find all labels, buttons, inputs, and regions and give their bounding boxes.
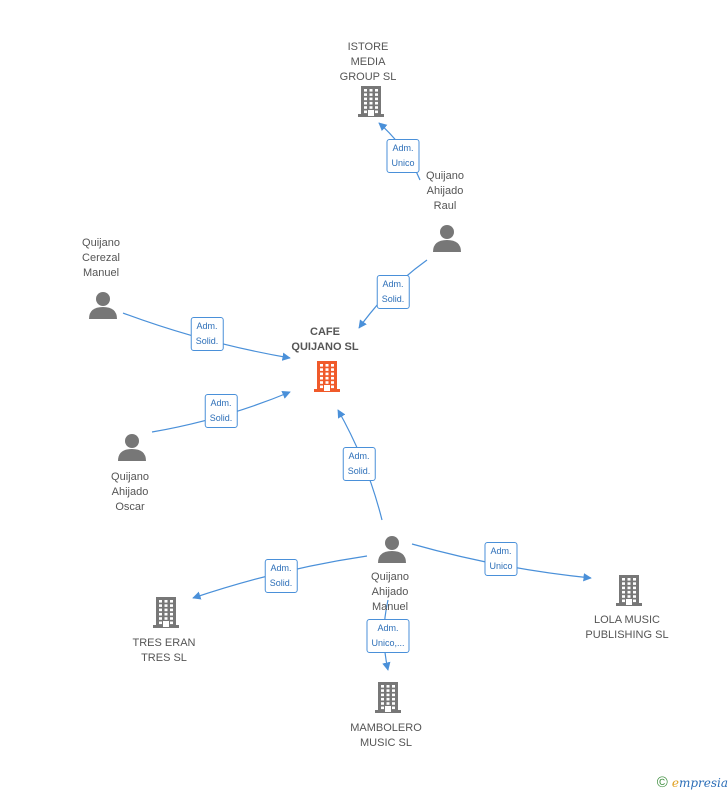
node-label-mambo[interactable]: MAMBOLERO MUSIC SL: [350, 722, 422, 749]
building-icon-tres[interactable]: [152, 595, 180, 634]
node-label-tres[interactable]: TRES ERAN TRES SL: [132, 637, 196, 664]
person-icon-manuel[interactable]: [377, 535, 407, 568]
building-icon-mambo[interactable]: [374, 680, 402, 719]
person-icon-raul[interactable]: [432, 224, 462, 257]
building-icon-lola[interactable]: [615, 573, 643, 612]
edge-label-manuel-mambo[interactable]: Adm. Unico,...: [366, 619, 410, 653]
edge-label-manuel-tres[interactable]: Adm. Solid.: [264, 559, 298, 593]
edge-label-oscar-cafe[interactable]: Adm. Solid.: [204, 394, 238, 428]
node-label-raul[interactable]: Quijano Ahijado Raul: [426, 170, 464, 212]
node-label-cafe[interactable]: CAFE QUIJANO SL: [291, 326, 359, 353]
node-label-cerezal[interactable]: Quijano Cerezal Manuel: [82, 237, 120, 279]
node-label-istore[interactable]: ISTORE MEDIA GROUP SL: [339, 41, 397, 83]
edge-label-cerezal-cafe[interactable]: Adm. Solid.: [190, 317, 224, 351]
node-label-oscar[interactable]: Quijano Ahijado Oscar: [111, 471, 149, 513]
person-icon-cerezal[interactable]: [88, 291, 118, 324]
node-label-manuel[interactable]: Quijano Ahijado Manuel: [371, 571, 409, 613]
edge-label-raul-cafe[interactable]: Adm. Solid.: [376, 275, 410, 309]
building-icon-istore[interactable]: [357, 84, 385, 123]
footer-brand[interactable]: © empresia: [657, 774, 728, 791]
node-label-lola[interactable]: LOLA MUSIC PUBLISHING SL: [585, 614, 669, 641]
copyright-icon: ©: [656, 774, 668, 791]
brand-logo: empresia: [671, 775, 728, 790]
edge-label-manuel-lola[interactable]: Adm. Unico: [484, 542, 518, 576]
edge-label-manuel-cafe[interactable]: Adm. Solid.: [342, 447, 376, 481]
building-icon-cafe[interactable]: [313, 359, 341, 398]
edge-label-raul-istore[interactable]: Adm. Unico: [386, 139, 420, 173]
person-icon-oscar[interactable]: [117, 433, 147, 466]
